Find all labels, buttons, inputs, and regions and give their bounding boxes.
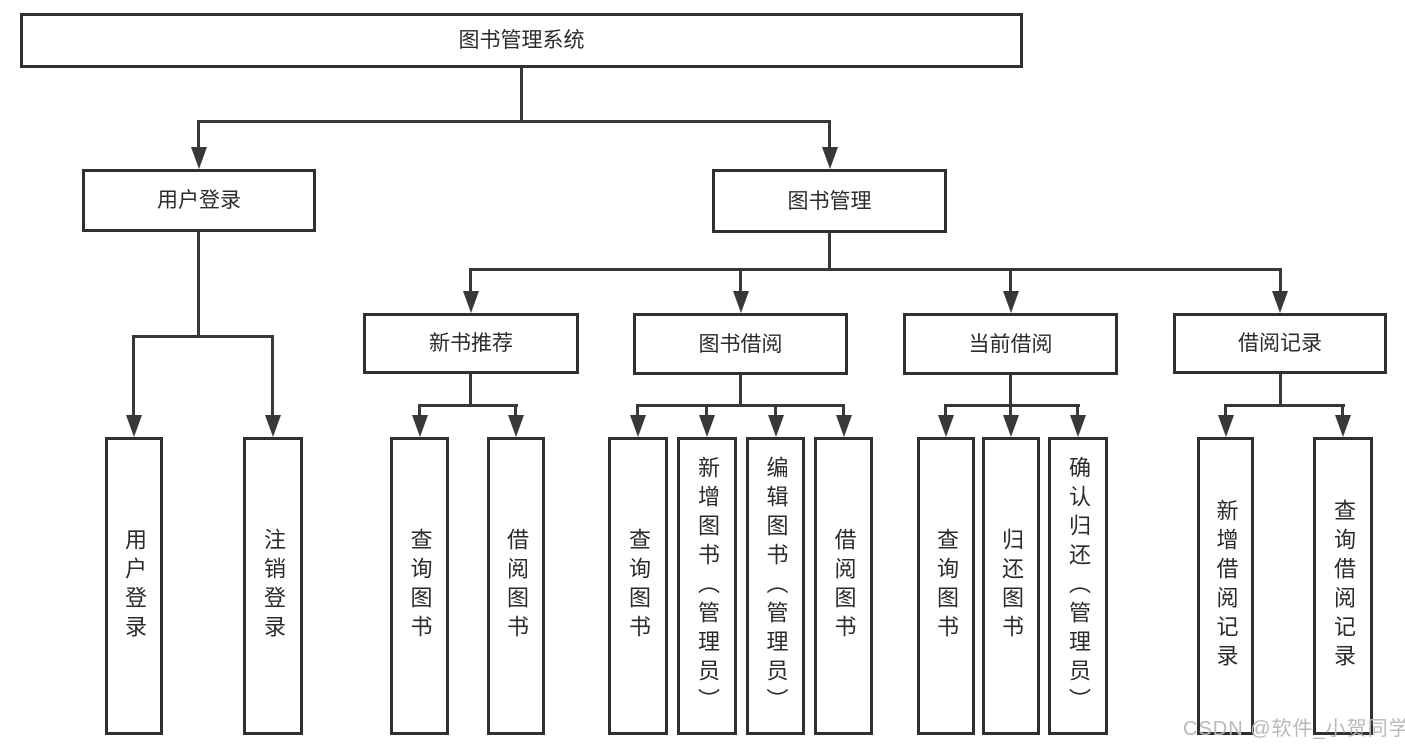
node-label: 图书管理	[787, 189, 872, 213]
arrow-down-icon	[126, 415, 142, 437]
node-borrowing-records: 借阅记录	[1173, 313, 1387, 374]
node-library-management-system: 图书管理系统	[20, 13, 1023, 68]
connector-line	[1076, 404, 1079, 417]
leaf-borrowing-query-books: 查询图书	[608, 437, 668, 735]
connector-line	[469, 268, 472, 292]
connector-line	[132, 335, 274, 338]
node-label: 查询图书	[626, 528, 651, 644]
node-label: 查询借阅记录	[1331, 499, 1356, 673]
leaf-current-query-books: 查询图书	[917, 437, 975, 735]
connector-line	[132, 335, 135, 416]
arrow-down-icon	[630, 415, 646, 437]
connector-line	[828, 232, 831, 271]
leaf-current-return-books: 归还图书	[982, 437, 1040, 735]
connector-line	[197, 120, 831, 123]
csdn-watermark: CSDN @软件_小贺同学	[1183, 718, 1405, 740]
connector-line	[469, 374, 472, 407]
arrow-down-icon	[412, 415, 428, 437]
node-label: 当前借阅	[968, 332, 1053, 356]
node-label: 注销登录	[261, 528, 286, 644]
connector-line	[1279, 374, 1282, 407]
node-current-borrowing: 当前借阅	[903, 313, 1118, 375]
connector-line	[739, 374, 742, 407]
leaf-records-query-borrow-record: 查询借阅记录	[1313, 437, 1373, 735]
connector-line	[1009, 268, 1012, 292]
arrow-down-icon	[1003, 415, 1019, 437]
arrow-down-icon	[836, 415, 852, 437]
connector-line	[469, 268, 1282, 271]
node-label: 图书管理系统	[458, 29, 585, 52]
connector-line	[418, 404, 421, 417]
connector-line	[636, 404, 845, 407]
node-book-management: 图书管理	[712, 169, 947, 233]
arrow-down-icon	[733, 291, 749, 313]
node-label: 新增借阅记录	[1213, 499, 1239, 673]
node-label: 借阅图书	[504, 528, 529, 644]
leaf-borrowing-borrow-books: 借阅图书	[814, 437, 873, 735]
connector-line	[944, 404, 1080, 407]
node-label: 确认归还（管理员）	[1066, 455, 1091, 717]
connector-line	[774, 404, 777, 417]
arrow-down-icon	[699, 415, 715, 437]
connector-line	[944, 404, 947, 417]
leaf-current-confirm-return-admin: 确认归还（管理员）	[1048, 437, 1108, 735]
connector-line	[197, 232, 200, 338]
connector-line	[1279, 268, 1282, 292]
node-label: 图书借阅	[698, 332, 783, 356]
connector-line	[1009, 374, 1012, 407]
node-label: 编辑图书（管理员）	[763, 455, 789, 717]
node-user-login: 用户登录	[82, 169, 316, 232]
connector-line	[271, 335, 274, 416]
arrow-down-icon	[463, 291, 479, 313]
leaf-records-add-borrow-record: 新增借阅记录	[1197, 437, 1254, 735]
arrow-down-icon	[265, 415, 281, 437]
connector-line	[1341, 404, 1344, 417]
connector-line	[520, 68, 523, 123]
connector-line	[842, 404, 845, 417]
connector-line	[1224, 404, 1345, 407]
node-label: 用户登录	[157, 189, 241, 212]
leaf-recommend-borrow-books: 借阅图书	[487, 437, 545, 735]
arrow-down-icon	[822, 147, 838, 169]
node-label: 新书推荐	[429, 332, 513, 355]
connector-line	[828, 120, 831, 150]
leaf-borrowing-edit-book-admin: 编辑图书（管理员）	[746, 437, 805, 735]
arrow-down-icon	[1218, 415, 1234, 437]
connector-line	[739, 268, 742, 292]
leaf-logout: 注销登录	[243, 437, 303, 735]
leaf-recommend-query-books: 查询图书	[390, 437, 449, 735]
arrow-down-icon	[1003, 291, 1019, 313]
connector-line	[418, 404, 518, 407]
arrow-down-icon	[508, 415, 524, 437]
leaf-borrowing-add-book-admin: 新增图书（管理员）	[677, 437, 737, 735]
connector-line	[197, 120, 200, 150]
arrow-down-icon	[938, 415, 954, 437]
node-label: 归还图书	[999, 528, 1024, 644]
arrow-down-icon	[768, 415, 784, 437]
arrow-down-icon	[1070, 415, 1086, 437]
leaf-user-login: 用户登录	[105, 437, 163, 735]
node-label: 借阅图书	[831, 528, 857, 644]
node-new-book-recommendation: 新书推荐	[363, 313, 579, 374]
arrow-down-icon	[191, 147, 207, 169]
connector-line	[636, 404, 639, 417]
connector-line	[514, 404, 517, 417]
node-label: 用户登录	[122, 528, 147, 644]
connector-line	[1009, 404, 1012, 417]
arrow-down-icon	[1335, 415, 1351, 437]
node-label: 新增图书（管理员）	[695, 455, 720, 717]
node-label: 查询图书	[934, 528, 959, 644]
connector-line	[1224, 404, 1227, 417]
node-label: 查询图书	[407, 528, 433, 644]
connector-line	[705, 404, 708, 417]
node-book-borrowing: 图书借阅	[633, 313, 848, 375]
node-label: 借阅记录	[1238, 332, 1322, 355]
arrow-down-icon	[1272, 291, 1288, 313]
